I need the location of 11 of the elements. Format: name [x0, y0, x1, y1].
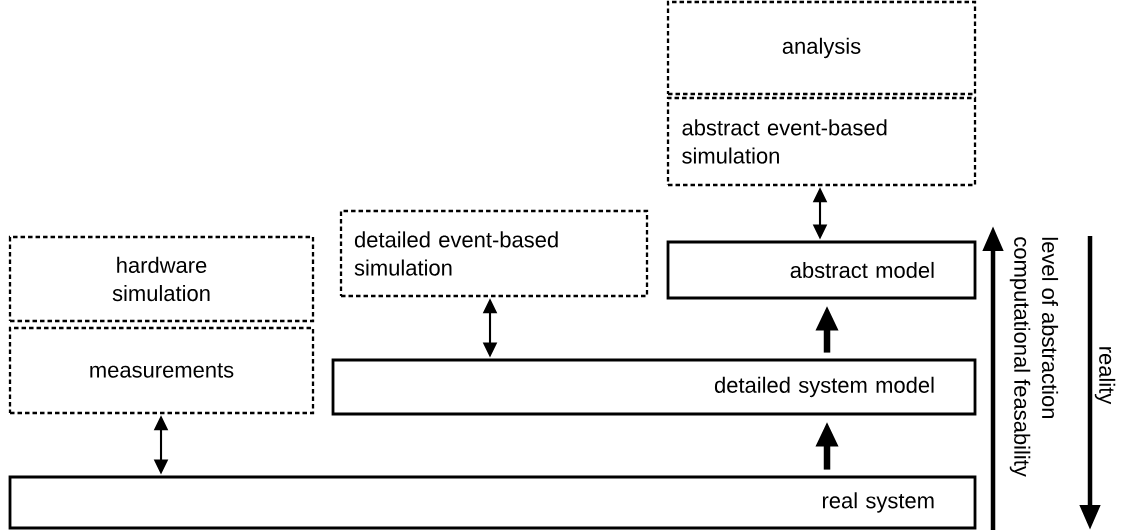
axis-label: computational feasability — [1009, 237, 1031, 477]
model-box: detailed system model — [331, 358, 977, 416]
dashed-box: analysis — [666, 0, 977, 96]
axis-label: reality — [1094, 347, 1116, 405]
dashed-box: measurements — [8, 326, 315, 415]
model-box: abstract model — [666, 240, 977, 300]
dashed-box: detailed event-based simulation — [339, 209, 649, 298]
model-box: real system — [8, 475, 977, 530]
dashed-box: abstract event-based simulation — [666, 96, 977, 187]
dashed-box: hardware simulation — [8, 235, 315, 323]
axis-label: level of abstraction — [1041, 237, 1059, 418]
